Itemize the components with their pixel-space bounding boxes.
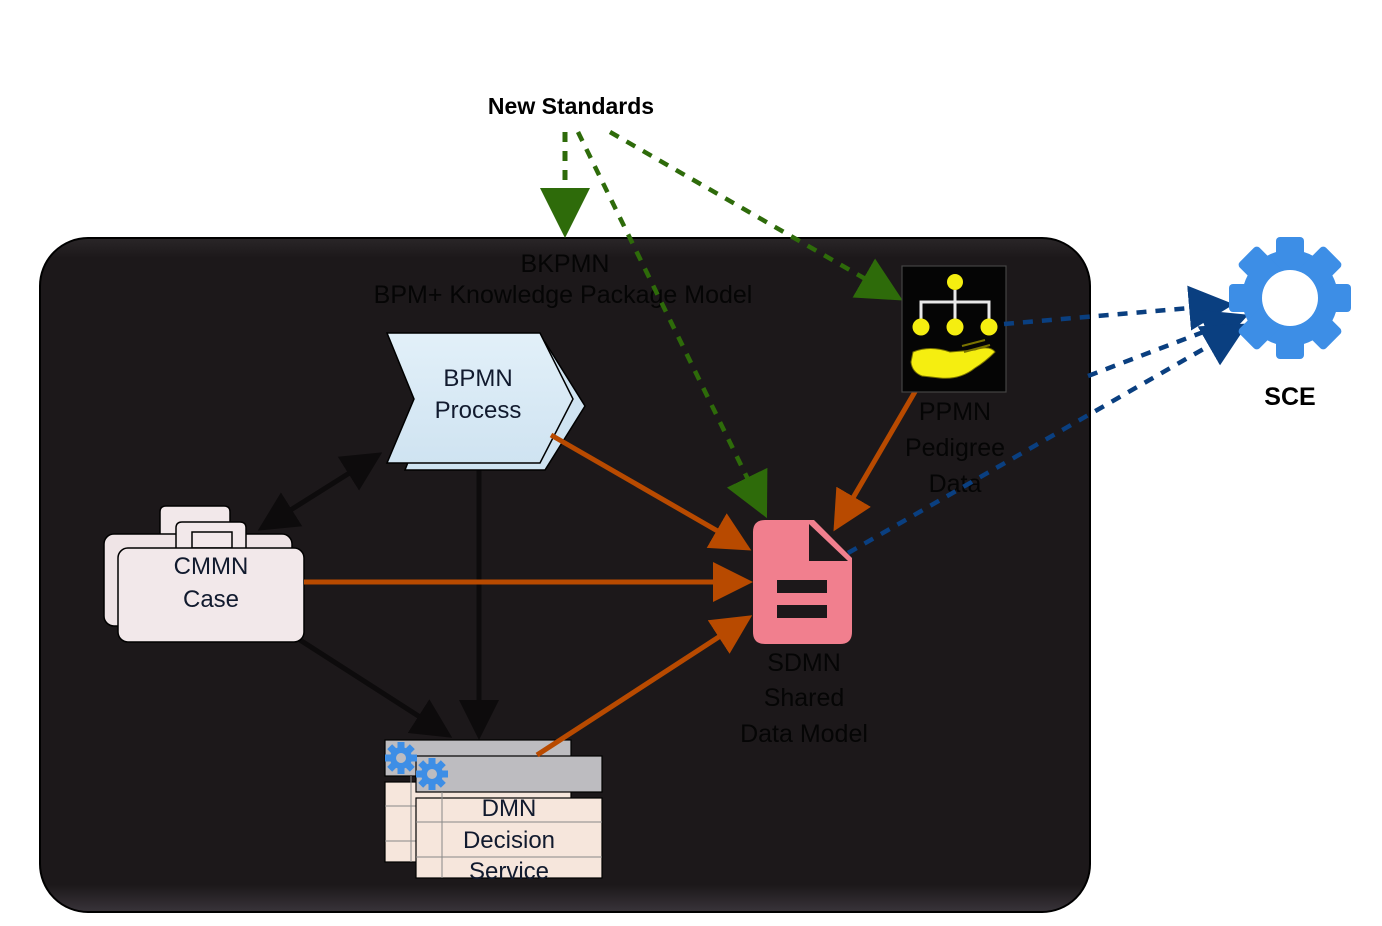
cmmn-case-node[interactable]: CMMN Case (103, 505, 305, 643)
edge-standards-to-ppmn (608, 130, 903, 301)
edges-orange (304, 388, 919, 758)
briefcase-icon (103, 505, 305, 643)
edge-standards-to-sdmn (575, 131, 768, 519)
sdmn-label-2: Shared (764, 684, 845, 712)
new-standards-title: New Standards (488, 93, 654, 119)
sce-node[interactable]: SCE (1229, 237, 1351, 411)
container-subtitle: BPM+ Knowledge Package Model (374, 281, 753, 309)
sdmn-shared-data-model-node[interactable]: SDMN Shared Data Model (740, 520, 868, 748)
bpmn-label-2: Process (435, 397, 522, 424)
bkpmn-container[interactable]: BKPMN BPM+ Knowledge Package Model (39, 237, 1091, 913)
edge-bkpmn-sce (1087, 309, 1249, 379)
hierarchy-hand-icon (910, 274, 998, 379)
dmn-label-3: Service (469, 858, 549, 885)
gear-icon-small-back (385, 742, 417, 774)
edges-black (257, 452, 499, 740)
edge-cmmn-dmn (298, 637, 453, 738)
process-chevron-icon (385, 332, 574, 464)
ppmn-label-2: Pedigree (905, 434, 1005, 462)
gear-icon (1229, 237, 1351, 359)
edges-new-standards (540, 130, 903, 519)
ppmn-label-1: PPMN (919, 398, 991, 426)
dmn-decision-service-node[interactable]: DMN Decision Service (384, 739, 603, 885)
sce-label: SCE (1264, 383, 1315, 411)
edge-bpmn-sdmn (549, 432, 752, 551)
dmn-label-2: Decision (463, 827, 555, 854)
edge-cmmn-bpmn (257, 452, 383, 531)
sdmn-label-3: Data Model (740, 720, 868, 748)
edge-ppmn-sdmn (833, 388, 919, 532)
sdmn-label-1: SDMN (767, 649, 841, 677)
edges-blue (846, 285, 1249, 555)
bpmn-process-node[interactable]: BPMN Process (385, 332, 586, 471)
bpmn-label-1: BPMN (443, 365, 512, 392)
cmmn-label-1: CMMN (174, 553, 249, 580)
cmmn-label-2: Case (183, 586, 239, 613)
gear-icon-small-front (416, 758, 448, 790)
container-name: BKPMN (521, 250, 610, 278)
document-icon (753, 520, 852, 644)
edge-dmn-sdmn (535, 615, 753, 758)
dmn-label-1: DMN (482, 795, 537, 822)
